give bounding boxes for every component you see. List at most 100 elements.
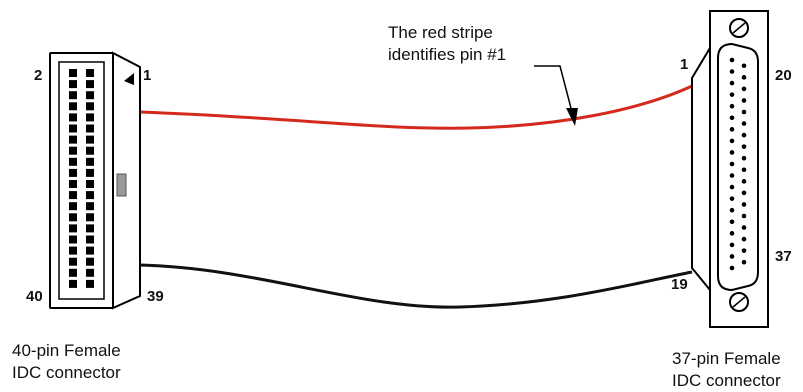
right-contact-dot [729, 103, 735, 109]
left-pin-socket [86, 157, 94, 166]
right-contact-dot [741, 167, 747, 173]
left-caption-line-2: IDC connector [12, 363, 121, 382]
left-pin-socket [86, 235, 94, 244]
left-pin-socket [86, 213, 94, 222]
right-contact-dot [741, 248, 747, 253]
right-contact-dot [729, 161, 735, 167]
right-contact-dot [729, 127, 735, 132]
right-contact-dot [729, 115, 735, 121]
right-dsub-connector [691, 10, 769, 328]
right-contact-dot [741, 144, 747, 149]
left-pin-socket [86, 268, 94, 277]
right-contact-dot [729, 207, 735, 213]
pin-one-marker [124, 73, 134, 85]
left-pin-socket [69, 124, 77, 133]
left-pin-socket [69, 224, 77, 233]
left-pin-socket [86, 246, 94, 255]
left-pin-label-top-left: 2 [34, 67, 43, 84]
left-pin-socket [69, 257, 77, 266]
left-pin-socket [86, 124, 94, 133]
left-pin-label-bottom-right: 39 [147, 288, 164, 305]
left-pin-socket [69, 80, 77, 89]
red-stripe-wire [139, 84, 693, 130]
right-contact-dot [741, 132, 747, 138]
left-pin-socket [86, 146, 94, 155]
left-pin-socket [86, 257, 94, 266]
left-idc-connector [49, 51, 141, 310]
left-pin-label-bottom-left: 40 [26, 288, 43, 305]
right-contact-dot [741, 63, 747, 69]
top-screw-slot [732, 22, 746, 34]
annotation-arrowhead [566, 108, 578, 126]
right-contact-dot [729, 150, 735, 155]
black-wire [139, 263, 693, 309]
right-contact-dot [729, 265, 735, 271]
right-pin-label-top-left: 1 [680, 56, 689, 73]
right-contact-dot [741, 225, 747, 230]
left-pin-socket [69, 91, 77, 100]
right-contact-dot [741, 155, 747, 161]
left-pin-socket [69, 102, 77, 111]
annotation-line-1: The red stripe [388, 23, 493, 42]
left-pin-socket [86, 180, 94, 188]
left-pin-socket [69, 213, 77, 222]
right-contact-dot [729, 254, 735, 259]
right-caption-line-1: 37-pin Female [672, 349, 781, 368]
left-pin-socket [86, 69, 94, 77]
left-pin-socket [86, 279, 94, 288]
left-pin-socket [69, 202, 77, 211]
right-contact-dot [729, 242, 735, 248]
left-pin-socket [86, 91, 94, 100]
right-contact-dot [729, 219, 735, 225]
left-pin-socket [86, 168, 94, 177]
right-contact-dot [741, 75, 747, 80]
right-pin-label-top-right: 20 [775, 67, 792, 84]
left-pin-socket [86, 113, 94, 122]
right-contact-dot [729, 57, 735, 63]
right-contact-dot [729, 80, 735, 86]
right-contact-dot [741, 121, 747, 126]
right-contact-dot [729, 138, 735, 144]
right-connector-shell [717, 42, 759, 292]
left-pin-socket [69, 246, 77, 255]
right-contact-dot [741, 109, 747, 115]
left-pin-socket [86, 191, 94, 200]
right-contact-dot [741, 213, 747, 219]
right-pin-label-bottom-right: 37 [775, 248, 792, 265]
left-pin-socket [69, 157, 77, 166]
annotation-line-2: identifies pin #1 [388, 45, 507, 64]
left-pin-socket [86, 224, 94, 233]
right-caption-line-2: IDC connector [672, 371, 781, 390]
right-contact-dot [741, 179, 747, 184]
left-pin-socket [69, 235, 77, 244]
left-connector-caption: 40-pin Female IDC connector [12, 340, 121, 384]
right-pin-label-bottom-left: 19 [671, 276, 688, 293]
annotation-text: The red stripe identifies pin #1 [388, 22, 506, 66]
right-contact-dot [729, 173, 735, 178]
right-connector-side [691, 44, 711, 293]
left-pin-socket [69, 180, 77, 188]
right-contact-dot [741, 236, 747, 242]
left-pin-socket [86, 202, 94, 211]
right-connector-caption: 37-pin Female IDC connector [672, 348, 781, 392]
right-contact-dot [729, 184, 735, 190]
bottom-screw-slot [732, 296, 746, 308]
left-pin-socket [69, 191, 77, 200]
left-pin-socket [86, 102, 94, 111]
right-contact-grid [729, 57, 747, 271]
right-contact-dot [741, 86, 747, 92]
right-contact-dot [729, 69, 735, 74]
left-pin-grid [69, 69, 94, 288]
right-contact-dot [729, 231, 735, 236]
left-caption-line-1: 40-pin Female [12, 341, 121, 360]
left-pin-socket [69, 168, 77, 177]
left-pin-socket [69, 279, 77, 288]
annotation-arrow [534, 65, 573, 113]
left-pin-socket [69, 268, 77, 277]
right-contact-dot [741, 202, 747, 207]
left-connector-tab [116, 173, 127, 197]
left-pin-socket [69, 146, 77, 155]
left-pin-socket [69, 113, 77, 122]
right-contact-dot [741, 190, 747, 196]
